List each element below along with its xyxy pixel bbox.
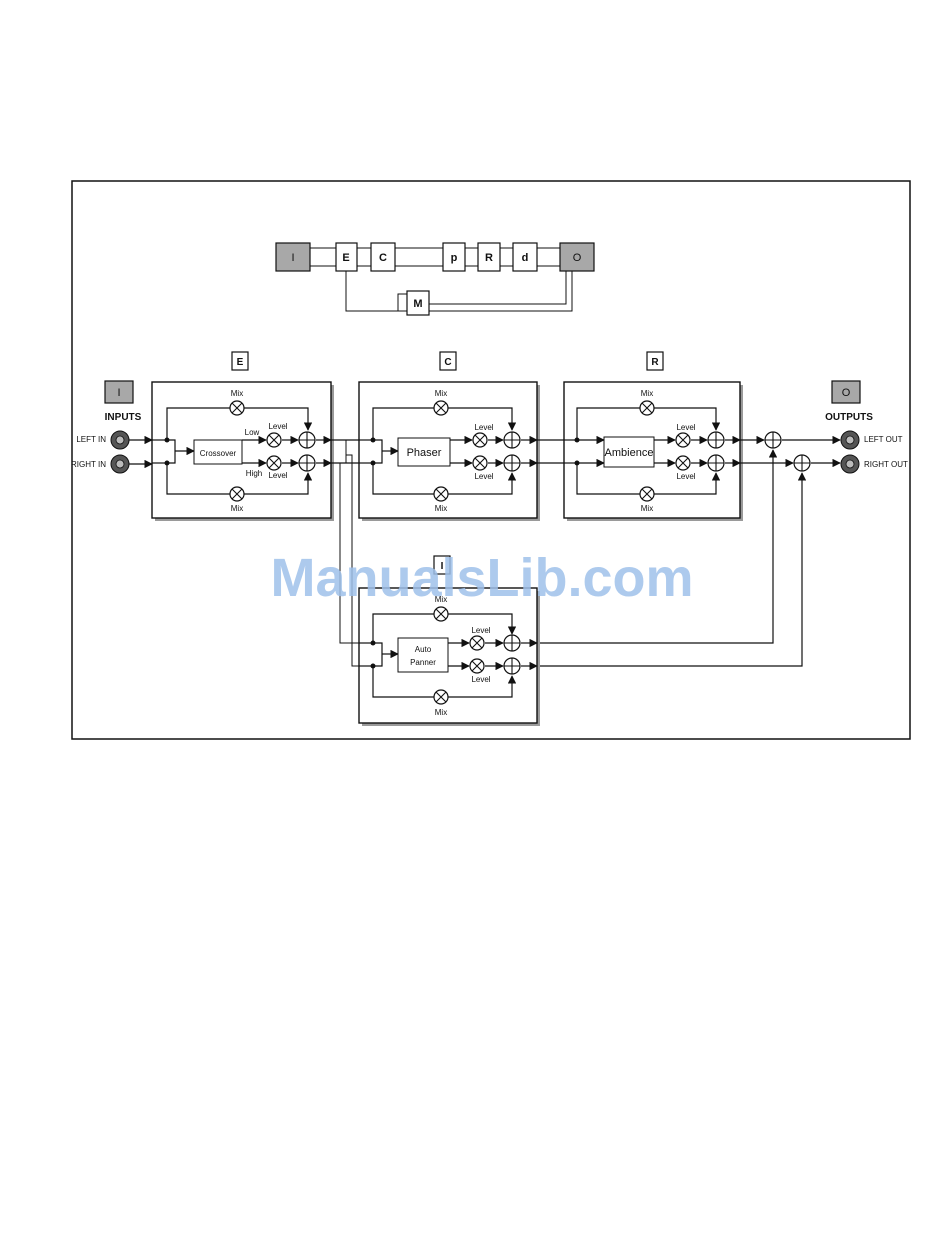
sum-lower-icon — [504, 455, 520, 471]
overview-mod-label: M — [413, 298, 422, 310]
module-e-tag: E — [237, 357, 244, 368]
output-tag: O — [842, 387, 851, 399]
sum-upper-icon — [504, 635, 520, 651]
module-e-level-lower: Level — [268, 471, 287, 480]
sum-upper-icon — [504, 432, 520, 448]
module-e-mix-top: Mix — [231, 389, 243, 398]
right-out-label: RIGHT OUT — [864, 460, 908, 469]
crossover-label: Crossover — [200, 449, 237, 458]
overview-block-e: E — [336, 243, 357, 271]
crossover-high-label: High — [246, 469, 262, 478]
overview-block-r: R — [478, 243, 500, 271]
overview-block-c: C — [371, 243, 395, 271]
overview-block-r-label: R — [485, 252, 493, 264]
sum-lower-icon — [299, 455, 315, 471]
right-out-jack-icon — [841, 455, 859, 473]
input-tag: I — [117, 387, 120, 399]
overview-mod-block: M — [407, 291, 429, 315]
sum-lower-icon — [504, 658, 520, 674]
right-in-jack-icon — [111, 455, 129, 473]
overview-output-label: O — [573, 252, 582, 264]
module-c-level-lower: Level — [474, 472, 493, 481]
final-sum-right-icon — [794, 455, 810, 471]
sum-upper-icon — [708, 432, 724, 448]
module-r-level-lower: Level — [676, 472, 695, 481]
left-out-jack-icon — [841, 431, 859, 449]
level-lower-multiplier-icon — [267, 456, 281, 470]
mix-bottom-multiplier-icon — [640, 487, 654, 501]
module-c-mix-top: Mix — [435, 389, 447, 398]
overview-block-c-label: C — [379, 252, 387, 264]
overview-input-label: I — [291, 252, 294, 264]
ambience-label: Ambience — [605, 447, 654, 459]
module-p-level-upper: Level — [471, 626, 490, 635]
crossover-low-label: Low — [245, 428, 260, 437]
mix-top-multiplier-icon — [640, 401, 654, 415]
mix-bottom-multiplier-icon — [230, 487, 244, 501]
left-in-jack-icon — [111, 431, 129, 449]
mix-top-multiplier-icon — [434, 401, 448, 415]
watermark: ManualsLib.com — [270, 548, 693, 608]
module-r-tag: R — [651, 357, 659, 368]
overview-block-e-label: E — [342, 252, 349, 264]
left-out-label: LEFT OUT — [864, 435, 903, 444]
outputs-label: OUTPUTS — [825, 412, 873, 423]
module-c-tag: C — [444, 357, 451, 368]
module-e-mix-bottom: Mix — [231, 504, 243, 513]
level-upper-multiplier-icon — [676, 433, 690, 447]
overview-input-block: I — [276, 243, 310, 271]
auto-panner-label-line1: Auto — [415, 645, 432, 654]
module-r-mix-top: Mix — [641, 389, 653, 398]
level-lower-multiplier-icon — [473, 456, 487, 470]
mix-top-multiplier-icon — [434, 607, 448, 621]
sum-lower-icon — [708, 455, 724, 471]
module-p-mix-bottom: Mix — [435, 708, 447, 717]
overview-block-d: d — [513, 243, 537, 271]
auto-panner-label-line2: Panner — [410, 658, 436, 667]
module-p-level-lower: Level — [471, 675, 490, 684]
level-lower-multiplier-icon — [676, 456, 690, 470]
module-c-mix-bottom: Mix — [435, 504, 447, 513]
overview-output-block: O — [560, 243, 594, 271]
mix-top-multiplier-icon — [230, 401, 244, 415]
sum-upper-icon — [299, 432, 315, 448]
overview-block-p-label: p — [451, 252, 458, 264]
module-c-level-upper: Level — [474, 423, 493, 432]
final-sum-left-icon — [765, 432, 781, 448]
mix-bottom-multiplier-icon — [434, 487, 448, 501]
module-r-mix-bottom: Mix — [641, 504, 653, 513]
mix-bottom-multiplier-icon — [434, 690, 448, 704]
level-upper-multiplier-icon — [473, 433, 487, 447]
level-upper-multiplier-icon — [470, 636, 484, 650]
level-lower-multiplier-icon — [470, 659, 484, 673]
overview-block-p: p — [443, 243, 465, 271]
inputs-label: INPUTS — [105, 412, 142, 423]
right-in-label: RIGHT IN — [71, 460, 106, 469]
level-upper-multiplier-icon — [267, 433, 281, 447]
module-r-level-upper: Level — [676, 423, 695, 432]
left-in-label: LEFT IN — [76, 435, 106, 444]
module-e-level-upper: Level — [268, 422, 287, 431]
phaser-label: Phaser — [407, 447, 442, 459]
overview-block-d-label: d — [522, 252, 529, 264]
